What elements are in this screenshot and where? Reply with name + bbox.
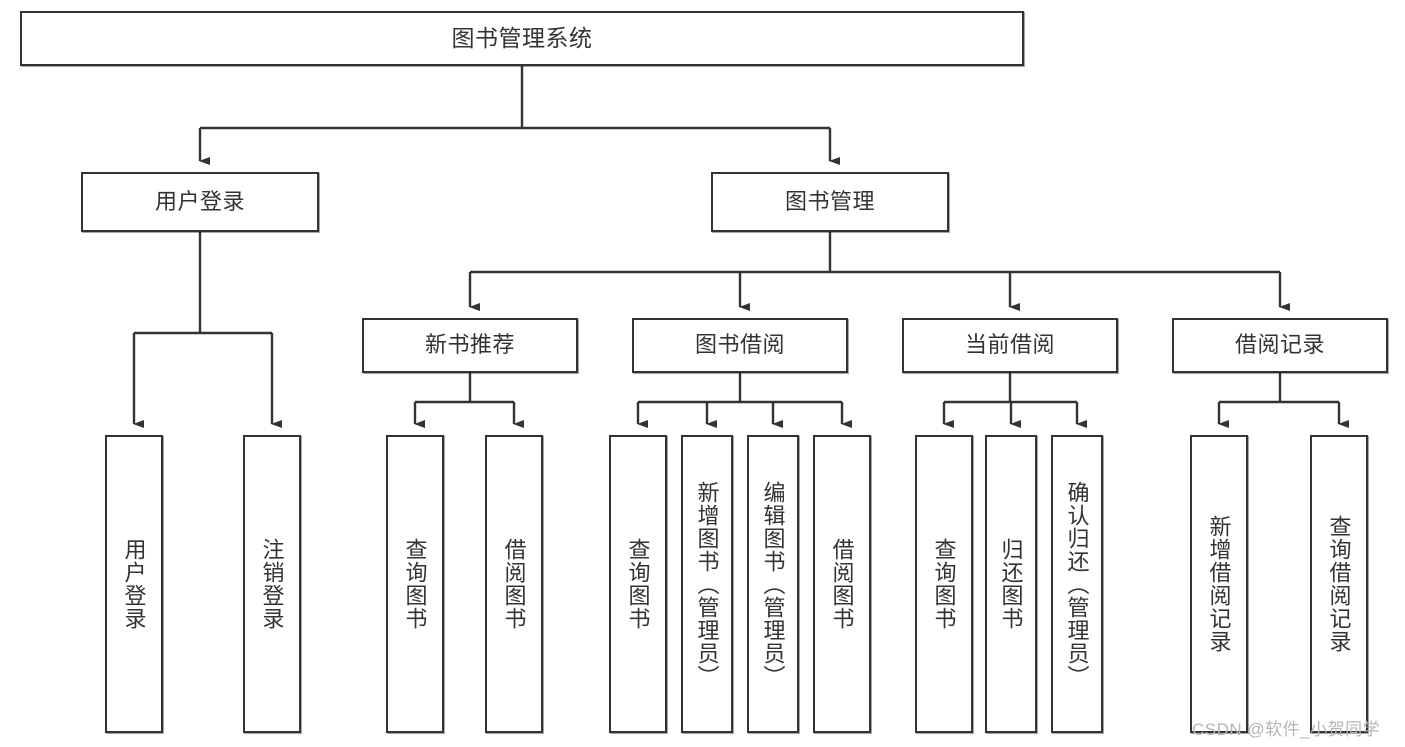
node-label: 归还图书 — [998, 538, 1024, 630]
node-root[interactable]: 图书管理系统 — [20, 11, 1024, 66]
node-leaf-user-login[interactable]: 用户登录 — [105, 435, 163, 733]
node-leaf-confirm-return-admin[interactable]: 确认归还（管理员） — [1051, 435, 1103, 733]
node-user-login[interactable]: 用户登录 — [81, 172, 319, 232]
edge-group-current-borrow — [942, 373, 1087, 428]
node-label: 查询借阅记录 — [1326, 515, 1352, 653]
node-label: 注销登录 — [259, 538, 285, 630]
node-label: 用户登录 — [154, 188, 245, 214]
node-book-manage[interactable]: 图书管理 — [711, 172, 949, 232]
node-label: 查询图书 — [931, 538, 957, 630]
edge-group-borrow-record — [1217, 373, 1349, 428]
node-label: 借阅图书 — [501, 538, 527, 630]
node-leaf-return-book[interactable]: 归还图书 — [985, 435, 1037, 733]
node-current-borrow[interactable]: 当前借阅 — [902, 318, 1118, 373]
node-leaf-query-book-3[interactable]: 查询图书 — [915, 435, 973, 733]
edge-group-user-login — [132, 232, 282, 428]
node-borrow-record[interactable]: 借阅记录 — [1172, 318, 1388, 373]
node-leaf-edit-book-admin[interactable]: 编辑图书（管理员） — [747, 435, 799, 733]
node-leaf-add-book-admin[interactable]: 新增图书（管理员） — [681, 435, 733, 733]
edge-group-book-manage — [468, 232, 1290, 311]
node-label: 查询图书 — [625, 538, 651, 630]
node-new-book-recommend[interactable]: 新书推荐 — [362, 318, 578, 373]
node-label: 借阅记录 — [1234, 332, 1325, 358]
node-label: 编辑图书（管理员） — [760, 480, 786, 688]
node-label: 用户登录 — [121, 538, 147, 630]
node-leaf-query-record[interactable]: 查询借阅记录 — [1310, 435, 1368, 733]
node-leaf-add-record[interactable]: 新增借阅记录 — [1190, 435, 1248, 733]
node-label: 新增借阅记录 — [1206, 515, 1232, 653]
node-label: 新增图书（管理员） — [694, 480, 720, 688]
node-label: 图书管理系统 — [451, 24, 593, 51]
node-leaf-query-book-2[interactable]: 查询图书 — [609, 435, 667, 733]
node-label: 查询图书 — [402, 538, 428, 630]
node-leaf-borrow-book-2[interactable]: 借阅图书 — [813, 435, 871, 733]
edge-group-new-book-recommend — [413, 373, 524, 428]
node-label: 借阅图书 — [829, 538, 855, 630]
node-label: 图书借阅 — [694, 332, 785, 358]
node-leaf-user-logout[interactable]: 注销登录 — [243, 435, 301, 733]
node-label: 图书管理 — [784, 188, 875, 214]
edge-group-root — [198, 66, 840, 165]
node-book-borrow[interactable]: 图书借阅 — [632, 318, 848, 373]
edge-group-book-borrow — [636, 373, 852, 428]
node-label: 新书推荐 — [424, 332, 515, 358]
node-leaf-query-book-1[interactable]: 查询图书 — [386, 435, 444, 733]
node-leaf-borrow-book-1[interactable]: 借阅图书 — [485, 435, 543, 733]
node-label: 确认归还（管理员） — [1064, 480, 1090, 688]
node-label: 当前借阅 — [964, 332, 1055, 358]
